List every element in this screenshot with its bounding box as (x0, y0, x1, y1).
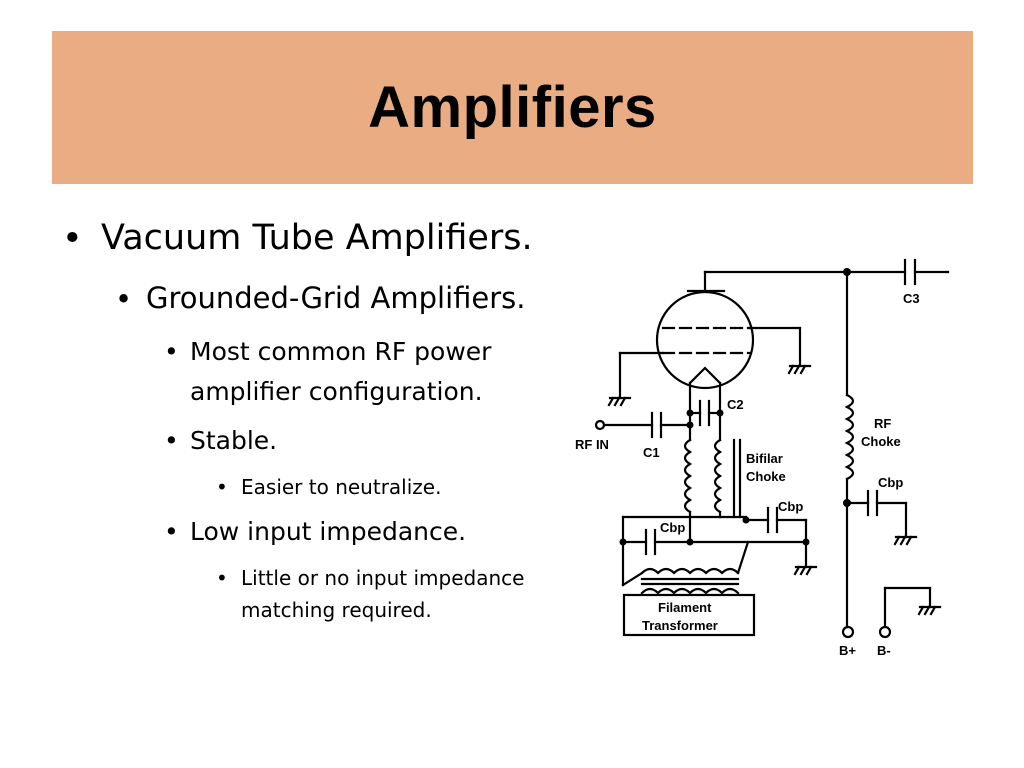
ground-left-hatch (607, 396, 615, 407)
ground-left-hatch (619, 396, 627, 407)
label-filament-transformer: Filament (658, 600, 712, 615)
label-bifilar-choke: Bifilar (746, 451, 783, 466)
filament-transformer-box (622, 593, 756, 637)
slide-title: Amplifiers (368, 75, 657, 140)
bullet-level3: Stable. (190, 426, 278, 455)
transformer-primary (640, 567, 740, 575)
transformer-lead (736, 540, 750, 575)
ground-mid-hatch (793, 565, 801, 576)
bullet-level3-line: amplifier configuration. (190, 377, 483, 406)
label-c3: C3 (903, 291, 920, 306)
bullet-marker: • (164, 426, 179, 455)
ground-grid-hatch (793, 364, 801, 375)
junction-dot (686, 538, 694, 546)
junction-dot (686, 409, 694, 417)
bullet-level4: Easier to neutralize. (241, 475, 442, 499)
bullet-marker: • (164, 337, 179, 366)
ground-grid-hatch (787, 364, 795, 375)
transformer-secondary (640, 587, 740, 595)
bullet-marker: • (62, 219, 83, 259)
bullet-level1: Vacuum Tube Amplifiers. (101, 218, 533, 258)
vacuum-tube-envelope (655, 290, 755, 390)
junction-dot (843, 499, 851, 507)
junction-dot (742, 516, 750, 524)
tube-cathode (688, 366, 722, 385)
b-plus-terminal (841, 625, 855, 639)
bullet-marker: • (115, 282, 133, 316)
b-minus-terminal (878, 625, 892, 639)
label-c2: C2 (727, 397, 744, 412)
bullet-level3: Low input impedance. (190, 517, 467, 546)
junction-dot (843, 268, 851, 276)
ground-b-minus-hatch (929, 605, 937, 616)
bifilar-choke-coil-a (683, 438, 693, 514)
label-bifilar-choke: Choke (746, 469, 786, 484)
ground-mid-hatch (805, 565, 813, 576)
bullet-level2: Grounded-Grid Amplifiers. (146, 281, 526, 315)
ground-mid-hatch (799, 565, 807, 576)
rf-in-terminal (594, 419, 606, 431)
label-cbp-left: Cbp (660, 520, 685, 535)
junction-dot (619, 538, 627, 546)
transformer-lead (621, 571, 644, 587)
label-b-plus: B+ (839, 643, 856, 658)
label-cbp-right: Cbp (878, 475, 903, 490)
ground-grid-hatch (799, 364, 807, 375)
label-c1: C1 (643, 445, 660, 460)
label-cbp-mid: Cbp (778, 499, 803, 514)
bullet-level4-line: matching required. (241, 598, 432, 622)
ground-b-minus-hatch (917, 605, 925, 616)
bullet-marker: • (216, 475, 228, 499)
ground-left-hatch (613, 396, 621, 407)
label-rf-choke: RF (874, 416, 891, 431)
bullet-marker: • (216, 566, 228, 590)
junction-dot (802, 538, 810, 546)
rf-choke-coil (844, 393, 855, 481)
bullet-level4-line: Little or no input impedance (241, 566, 525, 590)
label-filament-transformer: Transformer (642, 618, 718, 633)
grounded-grid-amplifier-schematic: C3 C2 RF IN C1 Bifilar Choke RF Choke Cb… (575, 258, 950, 658)
bullet-level3-line: Most common RF power (190, 337, 492, 366)
junction-dot (686, 421, 694, 429)
ground-right-hatch (899, 535, 907, 546)
label-b-minus: B- (877, 643, 891, 658)
junction-dot (716, 409, 724, 417)
ground-b-minus-hatch (923, 605, 931, 616)
label-rf-choke: Choke (861, 434, 901, 449)
label-rf-in: RF IN (575, 437, 609, 452)
ground-right-hatch (905, 535, 913, 546)
bullet-marker: • (164, 517, 179, 546)
bifilar-choke-coil-b (713, 438, 723, 514)
ground-right-hatch (893, 535, 901, 546)
title-band: Amplifiers (52, 31, 973, 184)
